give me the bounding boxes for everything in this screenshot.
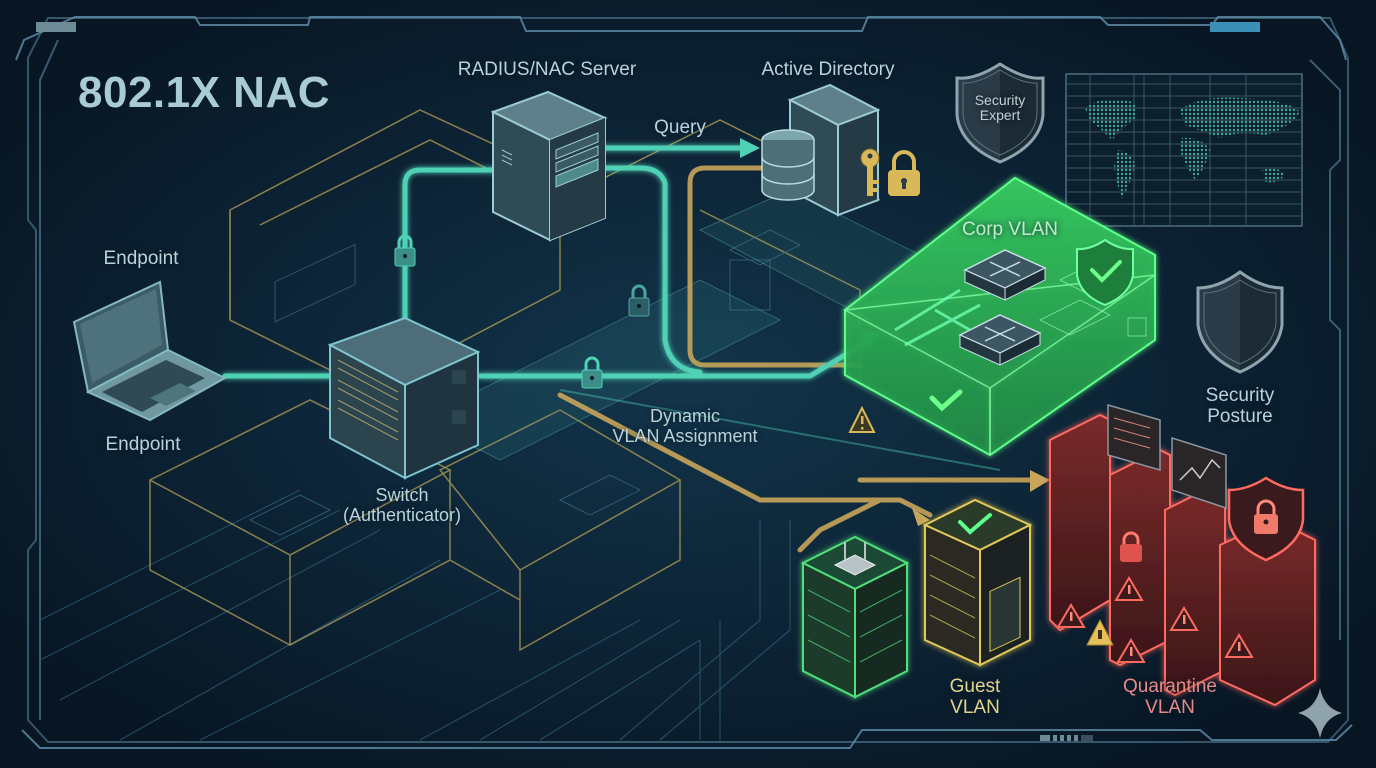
circuit-traces: [39, 489, 791, 741]
hud-frame: [15, 16, 1353, 749]
quarantine-racks: [1049, 413, 1316, 707]
floor-furniture: [248, 229, 802, 536]
security-posture-shield-icon: [1196, 270, 1284, 374]
switch-chassis-icon: [327, 316, 481, 480]
padlock-icon: [888, 150, 920, 196]
security-expert-shield-icon: [955, 62, 1045, 164]
page-title: 802.1X NAC: [78, 68, 331, 117]
sparkle-icon: [1298, 688, 1342, 738]
padlock-icon: [394, 234, 416, 267]
shield-lock-icon: [1227, 476, 1305, 562]
dynamic-vlan-assignment-label: Dynamic VLAN Assignment: [612, 406, 758, 446]
security-expert-label: Security Expert: [974, 92, 1026, 124]
monitor-icon: [1171, 436, 1227, 510]
warning-exclamations: [1070, 585, 1241, 656]
switch-to-radius-link: [402, 167, 498, 333]
active-directory-label: Active Directory: [761, 59, 895, 80]
hud-indicator-left: [36, 22, 76, 32]
arrow-to-guest: [912, 508, 930, 526]
hud-progress-ticks: [1040, 735, 1093, 741]
arrow-to-quarantine: [1030, 470, 1050, 492]
guest-vlan-rack-icon: [922, 498, 1033, 667]
quarantine-vlan-label: Quarantine VLAN: [1122, 676, 1217, 718]
security-posture-label: Security Posture: [1205, 385, 1275, 427]
server-rack-icon: [800, 535, 910, 699]
corp-vlan-label: Corp VLAN: [961, 219, 1059, 240]
query-label: Query: [654, 117, 706, 138]
radius-server-label: RADIUS/NAC Server: [457, 59, 637, 80]
corp-links: [894, 288, 981, 347]
switch-authenticator-label: Switch (Authenticator): [342, 485, 462, 525]
world-map-icon: [1065, 73, 1303, 227]
guest-vlan-label: Guest VLAN: [949, 676, 1001, 718]
gold-flow-path: [557, 165, 1043, 553]
network-switch-icon: [958, 314, 1042, 366]
network-switch-icon: [963, 249, 1047, 301]
teal-trace: [559, 389, 1001, 471]
warning-icon: [848, 405, 876, 433]
padlock-icon: [1120, 531, 1142, 562]
padlock-icon: [628, 284, 650, 317]
shield-check-icon: [1076, 238, 1134, 307]
server-tower-icon: [490, 90, 608, 242]
hud-indicator-right: [1210, 22, 1260, 32]
laptop-icon: [72, 280, 228, 422]
access-point-icon: [833, 542, 877, 576]
check-icon: [929, 389, 963, 412]
endpoint-label-bottom: Endpoint: [105, 434, 181, 455]
padlock-icon: [581, 356, 603, 389]
query-arrowhead: [740, 138, 760, 158]
padlock-warning-icon: [1086, 618, 1114, 646]
endpoint-label-top: Endpoint: [103, 248, 179, 269]
monitor-icon: [1107, 404, 1161, 471]
database-icon: [761, 129, 815, 201]
key-icon: [860, 148, 880, 196]
